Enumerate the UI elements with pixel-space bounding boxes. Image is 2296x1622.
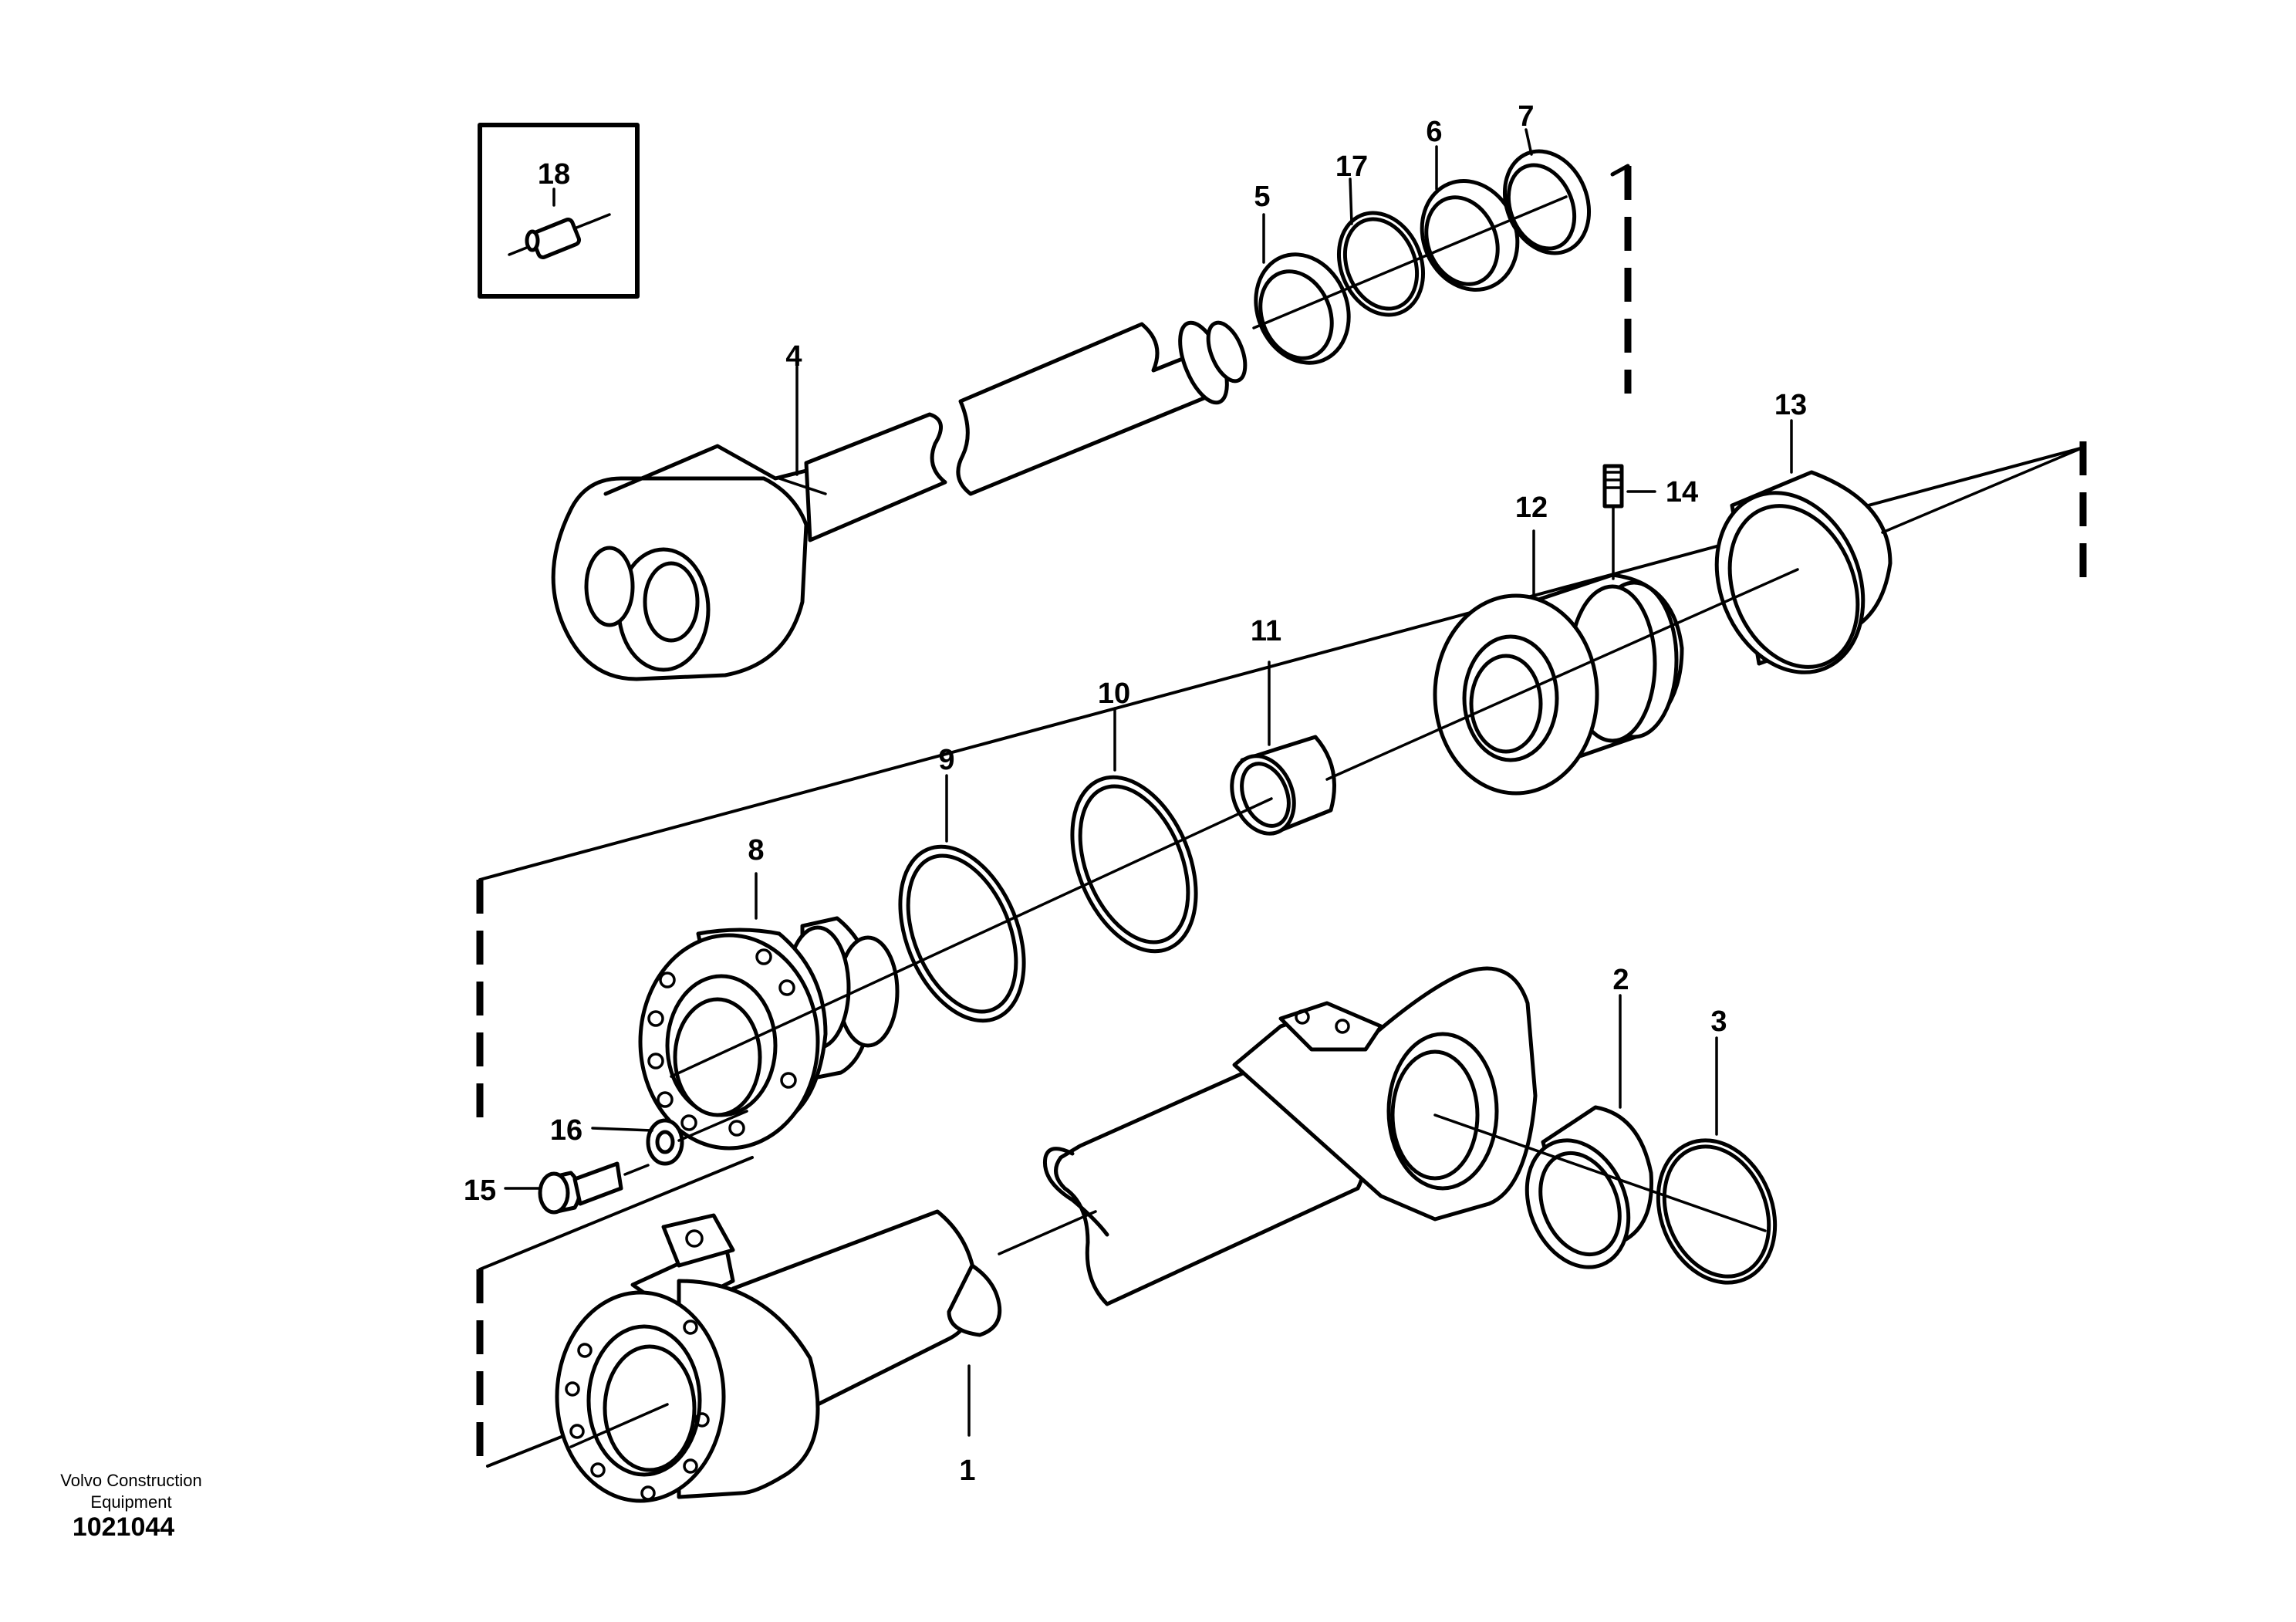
manufacturer-line-1: Volvo Construction bbox=[60, 1471, 202, 1490]
callout-17: 17 bbox=[1335, 150, 1368, 183]
axis-line-middle-a bbox=[670, 797, 1273, 1078]
part-3-circlip bbox=[1656, 1036, 1778, 1285]
callout-10: 10 bbox=[1098, 678, 1130, 710]
callout-13: 13 bbox=[1774, 389, 1807, 421]
callout-5: 5 bbox=[1254, 181, 1270, 213]
callout-1: 1 bbox=[959, 1455, 975, 1487]
inset-box bbox=[478, 123, 640, 299]
axis-line-upper bbox=[1252, 195, 1568, 329]
part-4-piston-rod bbox=[551, 320, 1248, 681]
part-1-cylinder-tube bbox=[555, 966, 1538, 1503]
callout-9: 9 bbox=[938, 744, 954, 776]
axis-line-lower bbox=[1433, 1113, 1767, 1232]
part-17-ring bbox=[1336, 177, 1426, 317]
callout-4: 4 bbox=[785, 340, 802, 373]
part-2-bearing bbox=[1524, 994, 1653, 1269]
part-12-piston bbox=[1433, 529, 1684, 796]
section-frame-upper bbox=[1610, 164, 1632, 394]
axis-line-middle-c bbox=[1881, 446, 2085, 534]
part-13-guide-ring bbox=[1714, 419, 1893, 674]
callout-3: 3 bbox=[1710, 1005, 1727, 1038]
drawing-number: 1021044 bbox=[72, 1512, 175, 1542]
part-11-bushing bbox=[1230, 661, 1336, 836]
part-15-bolt bbox=[504, 1161, 650, 1215]
manufacturer-label: Volvo Construction Equipment bbox=[31, 1470, 231, 1513]
part-8-cylinder-head bbox=[638, 872, 900, 1151]
part-10-ring bbox=[1070, 707, 1198, 954]
part-18-nipple bbox=[508, 188, 611, 259]
callout-8: 8 bbox=[748, 834, 764, 867]
manufacturer-line-2: Equipment bbox=[90, 1492, 172, 1512]
callout-2: 2 bbox=[1612, 964, 1629, 996]
callout-6: 6 bbox=[1426, 116, 1442, 148]
axis-line-middle-b bbox=[1325, 568, 1799, 781]
callout-14: 14 bbox=[1666, 476, 1698, 509]
part-16-washer bbox=[591, 1110, 748, 1166]
callout-16: 16 bbox=[550, 1114, 582, 1147]
callout-12: 12 bbox=[1515, 492, 1548, 524]
callout-7: 7 bbox=[1518, 100, 1534, 133]
part-9-ring bbox=[898, 774, 1026, 1023]
callout-15: 15 bbox=[464, 1174, 496, 1207]
callout-18: 18 bbox=[538, 158, 570, 191]
callout-11: 11 bbox=[1251, 615, 1281, 647]
part-14-set-screw bbox=[1602, 464, 1656, 580]
